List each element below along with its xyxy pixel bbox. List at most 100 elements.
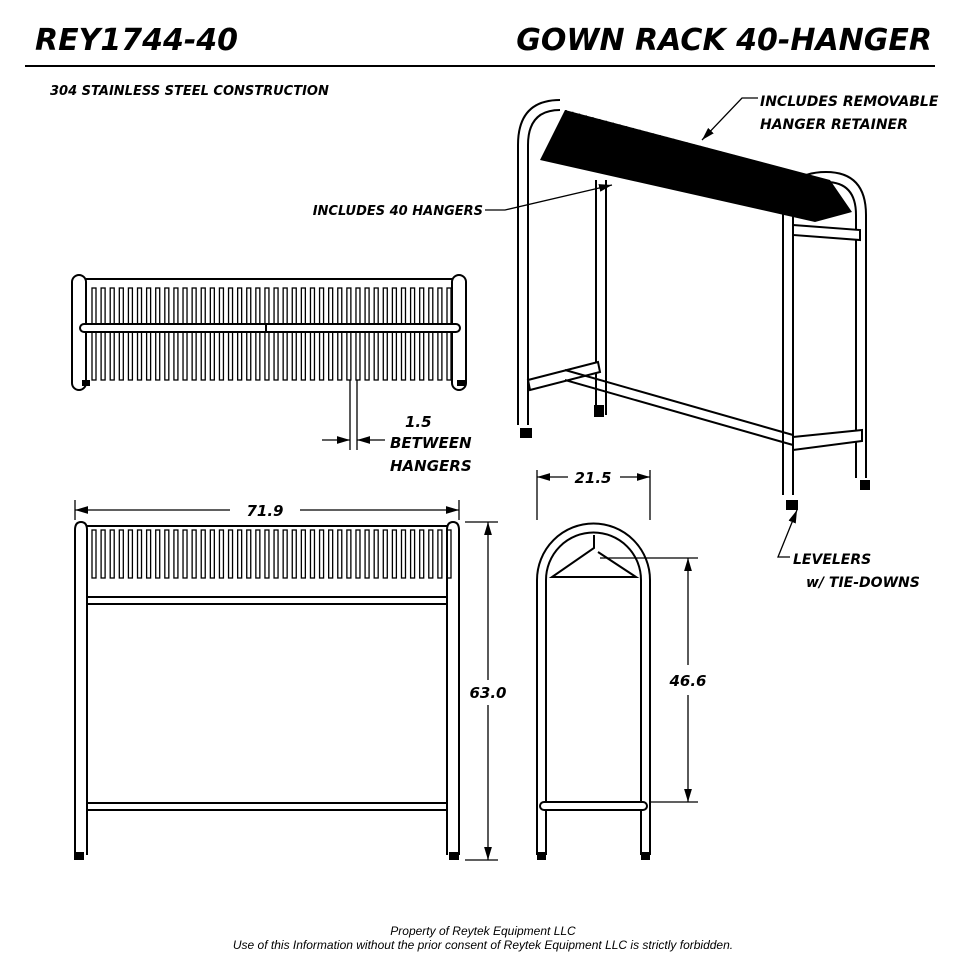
- hanger: [218, 287, 225, 381]
- hanger: [155, 529, 161, 579]
- hangers-callout: INCLUDES 40 HANGERS: [313, 184, 613, 219]
- spacing-value: 1.5: [405, 413, 432, 431]
- hanger: [318, 529, 325, 579]
- hanger: [309, 529, 316, 579]
- hanger: [355, 287, 361, 381]
- hanger: [300, 529, 307, 579]
- hanger: [391, 287, 398, 381]
- hanger: [264, 529, 270, 579]
- hanger: [236, 287, 243, 381]
- hanger: [364, 287, 370, 381]
- hanger: [191, 529, 197, 579]
- hanger: [428, 529, 434, 579]
- retainer-label-2: HANGER RETAINER: [760, 117, 908, 133]
- hanger: [91, 529, 97, 579]
- hanger: [164, 529, 170, 579]
- hanger: [400, 529, 407, 579]
- retainer-callout: INCLUDES REMOVABLE HANGER RETAINER: [701, 94, 939, 141]
- hanger: [282, 529, 288, 579]
- hanger: [100, 287, 106, 381]
- retainer-label-1: INCLUDES REMOVABLE: [760, 94, 939, 110]
- hanger: [400, 287, 407, 381]
- hanger: [200, 529, 206, 579]
- hanger: [136, 287, 143, 381]
- footer-property: Property of Reytek Equipment LLC: [390, 924, 576, 938]
- width-dimension: 71.9: [74, 500, 460, 520]
- spacing-label-1: BETWEEN: [390, 434, 472, 452]
- part-number: REY1744-40: [35, 23, 238, 58]
- hangers-label: INCLUDES 40 HANGERS: [313, 204, 483, 219]
- hang-height-value: 46.6: [668, 672, 706, 690]
- hanger: [173, 287, 179, 381]
- hanger: [255, 529, 261, 579]
- hanger: [227, 287, 234, 381]
- hanger: [391, 529, 398, 579]
- hanger: [155, 287, 161, 381]
- hanger: [246, 529, 252, 579]
- hanger: [109, 529, 115, 579]
- hang-height-dimension: 46.6: [600, 557, 707, 803]
- levelers-label-1: LEVELERS: [793, 552, 871, 568]
- spacing-dimension: 1.5 BETWEEN HANGERS: [322, 380, 472, 475]
- hanger: [182, 287, 188, 381]
- hanger: [337, 529, 343, 579]
- hanger: [264, 287, 270, 381]
- depth-value: 21.5: [574, 469, 611, 487]
- hanger: [118, 529, 124, 579]
- hanger: [246, 287, 252, 381]
- footer-disclaimer: Use of this Information without the prio…: [233, 938, 733, 952]
- height-dimension: 63.0: [465, 521, 507, 861]
- hanger: [209, 529, 215, 579]
- hanger: [309, 287, 316, 381]
- depth-dimension: 21.5: [536, 469, 651, 520]
- hanger: [291, 287, 297, 381]
- hanger: [273, 287, 279, 381]
- hanger: [164, 287, 170, 381]
- hanger: [409, 287, 416, 381]
- hanger: [127, 529, 134, 579]
- hanger: [255, 287, 261, 381]
- hanger: [437, 529, 443, 579]
- hanger: [191, 287, 197, 381]
- hanger: [291, 529, 297, 579]
- side-view: [536, 522, 651, 860]
- hanger: [282, 287, 288, 381]
- hanger: [346, 287, 352, 381]
- hanger: [91, 287, 97, 381]
- isometric-view: [517, 99, 870, 510]
- hanger: [337, 287, 343, 381]
- hanger: [209, 287, 215, 381]
- hanger: [300, 287, 307, 381]
- height-value: 63.0: [469, 684, 506, 702]
- hanger: [236, 529, 243, 579]
- hanger: [145, 287, 152, 381]
- hanger: [428, 287, 434, 381]
- hanger: [373, 287, 379, 381]
- hanger: [109, 287, 115, 381]
- hanger: [136, 529, 143, 579]
- hanger: [419, 287, 425, 381]
- front-view: [74, 520, 460, 860]
- spacing-label-2: HANGERS: [390, 457, 472, 475]
- hanger: [318, 287, 325, 381]
- hanger: [409, 529, 416, 579]
- hanger: [355, 529, 361, 579]
- hanger: [419, 529, 425, 579]
- hanger: [446, 287, 452, 381]
- hanger: [382, 529, 388, 579]
- hanger: [127, 287, 134, 381]
- hanger: [227, 529, 234, 579]
- top-view: [71, 274, 467, 391]
- hanger: [100, 529, 106, 579]
- hanger: [173, 529, 179, 579]
- hanger: [118, 287, 124, 381]
- hanger: [364, 529, 370, 579]
- drawing-title: GOWN RACK 40-HANGER: [516, 23, 932, 58]
- hanger: [145, 529, 152, 579]
- hanger: [346, 529, 352, 579]
- hanger: [437, 287, 443, 381]
- hanger: [328, 287, 334, 381]
- levelers-label-2: w/ TIE-DOWNS: [806, 575, 920, 591]
- hanger: [218, 529, 225, 579]
